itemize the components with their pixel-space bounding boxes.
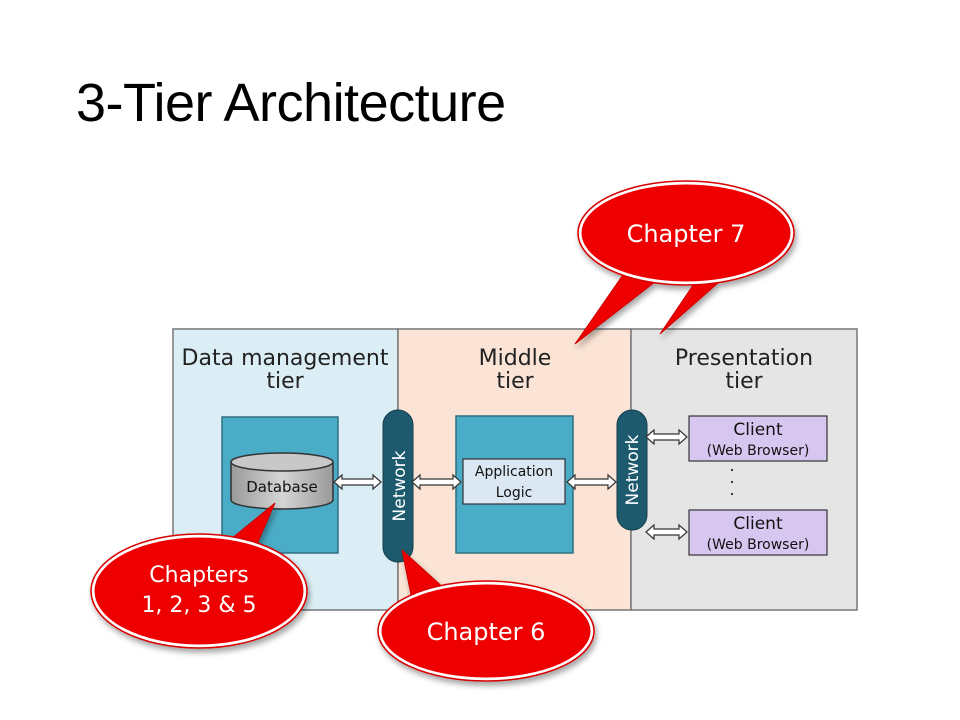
- arrow-network-client-bottom: [645, 523, 688, 541]
- tier-heading-data-line2: tier: [266, 369, 304, 394]
- callout-chapter-7-text: Chapter 7: [627, 220, 746, 248]
- ellipsis-dot-3: .: [729, 480, 734, 499]
- presentation-tier-panel: [630, 328, 858, 611]
- client-1-line2: (Web Browser): [707, 443, 810, 459]
- callout-chapters-line2: 1, 2, 3 & 5: [141, 593, 256, 618]
- network-label-left: Network: [390, 450, 410, 521]
- tier-heading-middle-line1: Middle: [479, 346, 552, 371]
- callout-chapter-6-text: Chapter 6: [427, 618, 546, 646]
- application-logic-line1: Application: [475, 464, 553, 480]
- database-label: Database: [246, 478, 318, 496]
- callout-chapter-7: [574, 180, 795, 345]
- application-logic-line2: Logic: [496, 485, 533, 501]
- application-logic-box: [462, 458, 566, 505]
- tier-heading-middle-line2: tier: [496, 369, 534, 394]
- callout-chapters-line1: Chapters: [149, 563, 248, 588]
- tier-heading-data-line1: Data management: [182, 346, 389, 371]
- client-box-1: [688, 415, 828, 462]
- tier-heading-presentation-line2: tier: [725, 369, 763, 394]
- network-pill-right: [616, 409, 648, 531]
- client-box-2: [688, 509, 828, 556]
- network-pill-left: [382, 409, 414, 563]
- callout-chapter-6: [377, 548, 595, 682]
- client-2-line2: (Web Browser): [707, 537, 810, 553]
- arrow-db-network: [333, 473, 382, 491]
- arrow-app-network-right: [566, 473, 617, 491]
- client-1-line1: Client: [733, 420, 783, 440]
- tier-heading-presentation-line1: Presentation: [675, 346, 813, 371]
- arrow-network-client-top: [645, 428, 688, 446]
- ellipsis-dot-1: .: [729, 456, 734, 475]
- ellipsis-dot-2: .: [729, 468, 734, 487]
- network-label-right: Network: [623, 434, 643, 505]
- slide-title: 3-Tier Architecture: [76, 73, 506, 133]
- database-icon: [230, 452, 334, 510]
- arrows: [333, 428, 688, 541]
- arrow-network-app-left: [411, 473, 462, 491]
- callout-chapters-1-2-3-5: [90, 502, 308, 649]
- client-2-line1: Client: [733, 514, 783, 534]
